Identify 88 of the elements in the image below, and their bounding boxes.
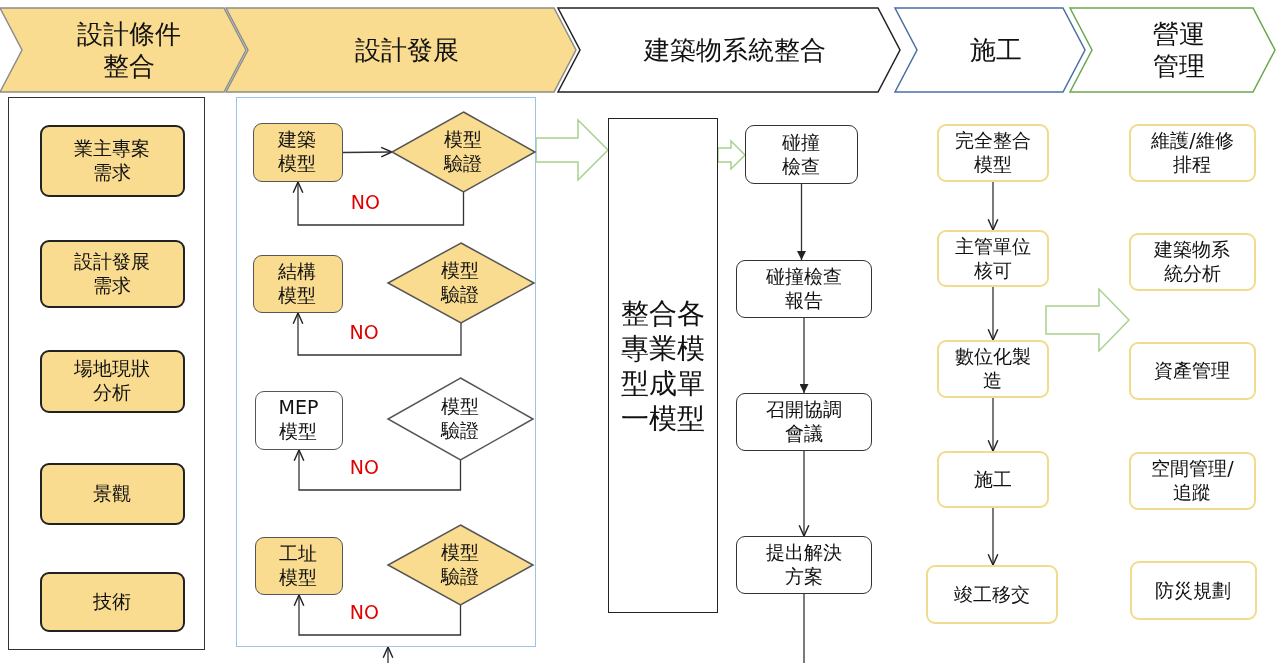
arrow [292,181,465,226]
process-box [1129,342,1256,400]
arrow [292,312,462,356]
process-box [1130,561,1257,620]
node-label: 技術 [92,589,132,614]
edge-label: NO [349,601,379,623]
node-label: 提出解決方案 [765,541,843,589]
arrow [797,183,806,261]
process-box [937,124,1049,182]
edge-label: NO [349,321,379,343]
node-label: 業主專案需求 [73,136,151,185]
node-label: 景觀 [92,481,132,506]
process-box [1129,452,1256,510]
process-box [39,239,185,308]
node-label: 碰撞檢查報告 [765,265,843,313]
node-label: 維護/維修排程 [1150,129,1235,177]
node-label: 結構模型 [277,259,318,308]
process-box [39,462,185,525]
node-label: 模型驗證 [439,540,480,589]
decision-diamond [387,242,534,323]
chevron-header [226,8,576,92]
node-label: 空間管理/追蹤 [1150,457,1235,505]
node-label: 施工 [973,467,1013,492]
node-label: 主管單位核可 [954,234,1032,283]
process-box [736,393,872,451]
group-panel [236,97,536,647]
node-label: 設計發展需求 [73,249,151,298]
arrow [987,181,999,231]
decision-diamond [391,111,535,192]
node-label: 數位化製造 [954,345,1032,393]
decision-diamond [387,524,533,605]
arrow [382,646,394,663]
block-arrow [1045,287,1131,353]
stage-title: 施工 [969,33,1023,67]
arrow [799,317,809,394]
edge-label: NO [349,456,379,478]
chevron-header [0,8,246,92]
process-box [254,390,343,450]
process-box [252,254,343,313]
node-label: 防災規劃 [1154,578,1233,603]
arrow [987,286,999,341]
arrow [293,449,462,491]
block-arrow [717,139,747,171]
chevron-header [1070,8,1275,92]
edge-label: NO [350,191,380,213]
stage-title: 設計條件整合 [76,17,182,83]
process-box [926,565,1058,624]
process-box [1129,233,1256,291]
node-label: 模型驗證 [442,127,483,176]
group-panel [8,97,205,650]
chevron-header [895,8,1085,92]
process-box [254,536,343,595]
process-box [937,451,1049,508]
process-box [736,536,872,594]
node-label: MEP模型 [277,396,320,444]
chevron-header [558,8,900,92]
process-box [736,260,872,318]
arrow [293,594,462,636]
node-label: 召開協調會議 [765,398,843,446]
node-label: 建築模型 [277,128,318,176]
node-label: 模型驗證 [439,394,480,443]
process-box [937,340,1049,398]
node-label: 場地現狀分析 [73,357,151,405]
process-box [1129,124,1256,182]
node-label: 整合各專業模型成單一模型 [620,295,706,436]
process-box [39,571,185,632]
block-arrow [535,118,610,182]
process-box [745,125,858,184]
arrow [342,146,393,158]
process-box [39,124,185,197]
node-label: 資產管理 [1153,359,1232,383]
stage-title: 營運管理 [1151,17,1206,83]
node-label: 碰撞檢查 [781,130,822,179]
node-label: 竣工移交 [953,582,1031,607]
process-box [39,349,185,413]
stage-title: 設計發展 [354,33,460,67]
node-label: 工址模型 [278,541,319,590]
stage-title: 建築物系統整合 [643,33,827,67]
decision-diamond [387,377,533,460]
process-box [252,122,343,182]
arrow [798,450,810,537]
arrow [987,507,999,566]
process-box [937,230,1049,287]
process-box [608,118,718,613]
node-label: 模型驗證 [439,258,481,307]
node-label: 建築物系統分析 [1153,238,1232,286]
node-label: 完全整合模型 [954,129,1032,177]
arrow [987,397,999,452]
